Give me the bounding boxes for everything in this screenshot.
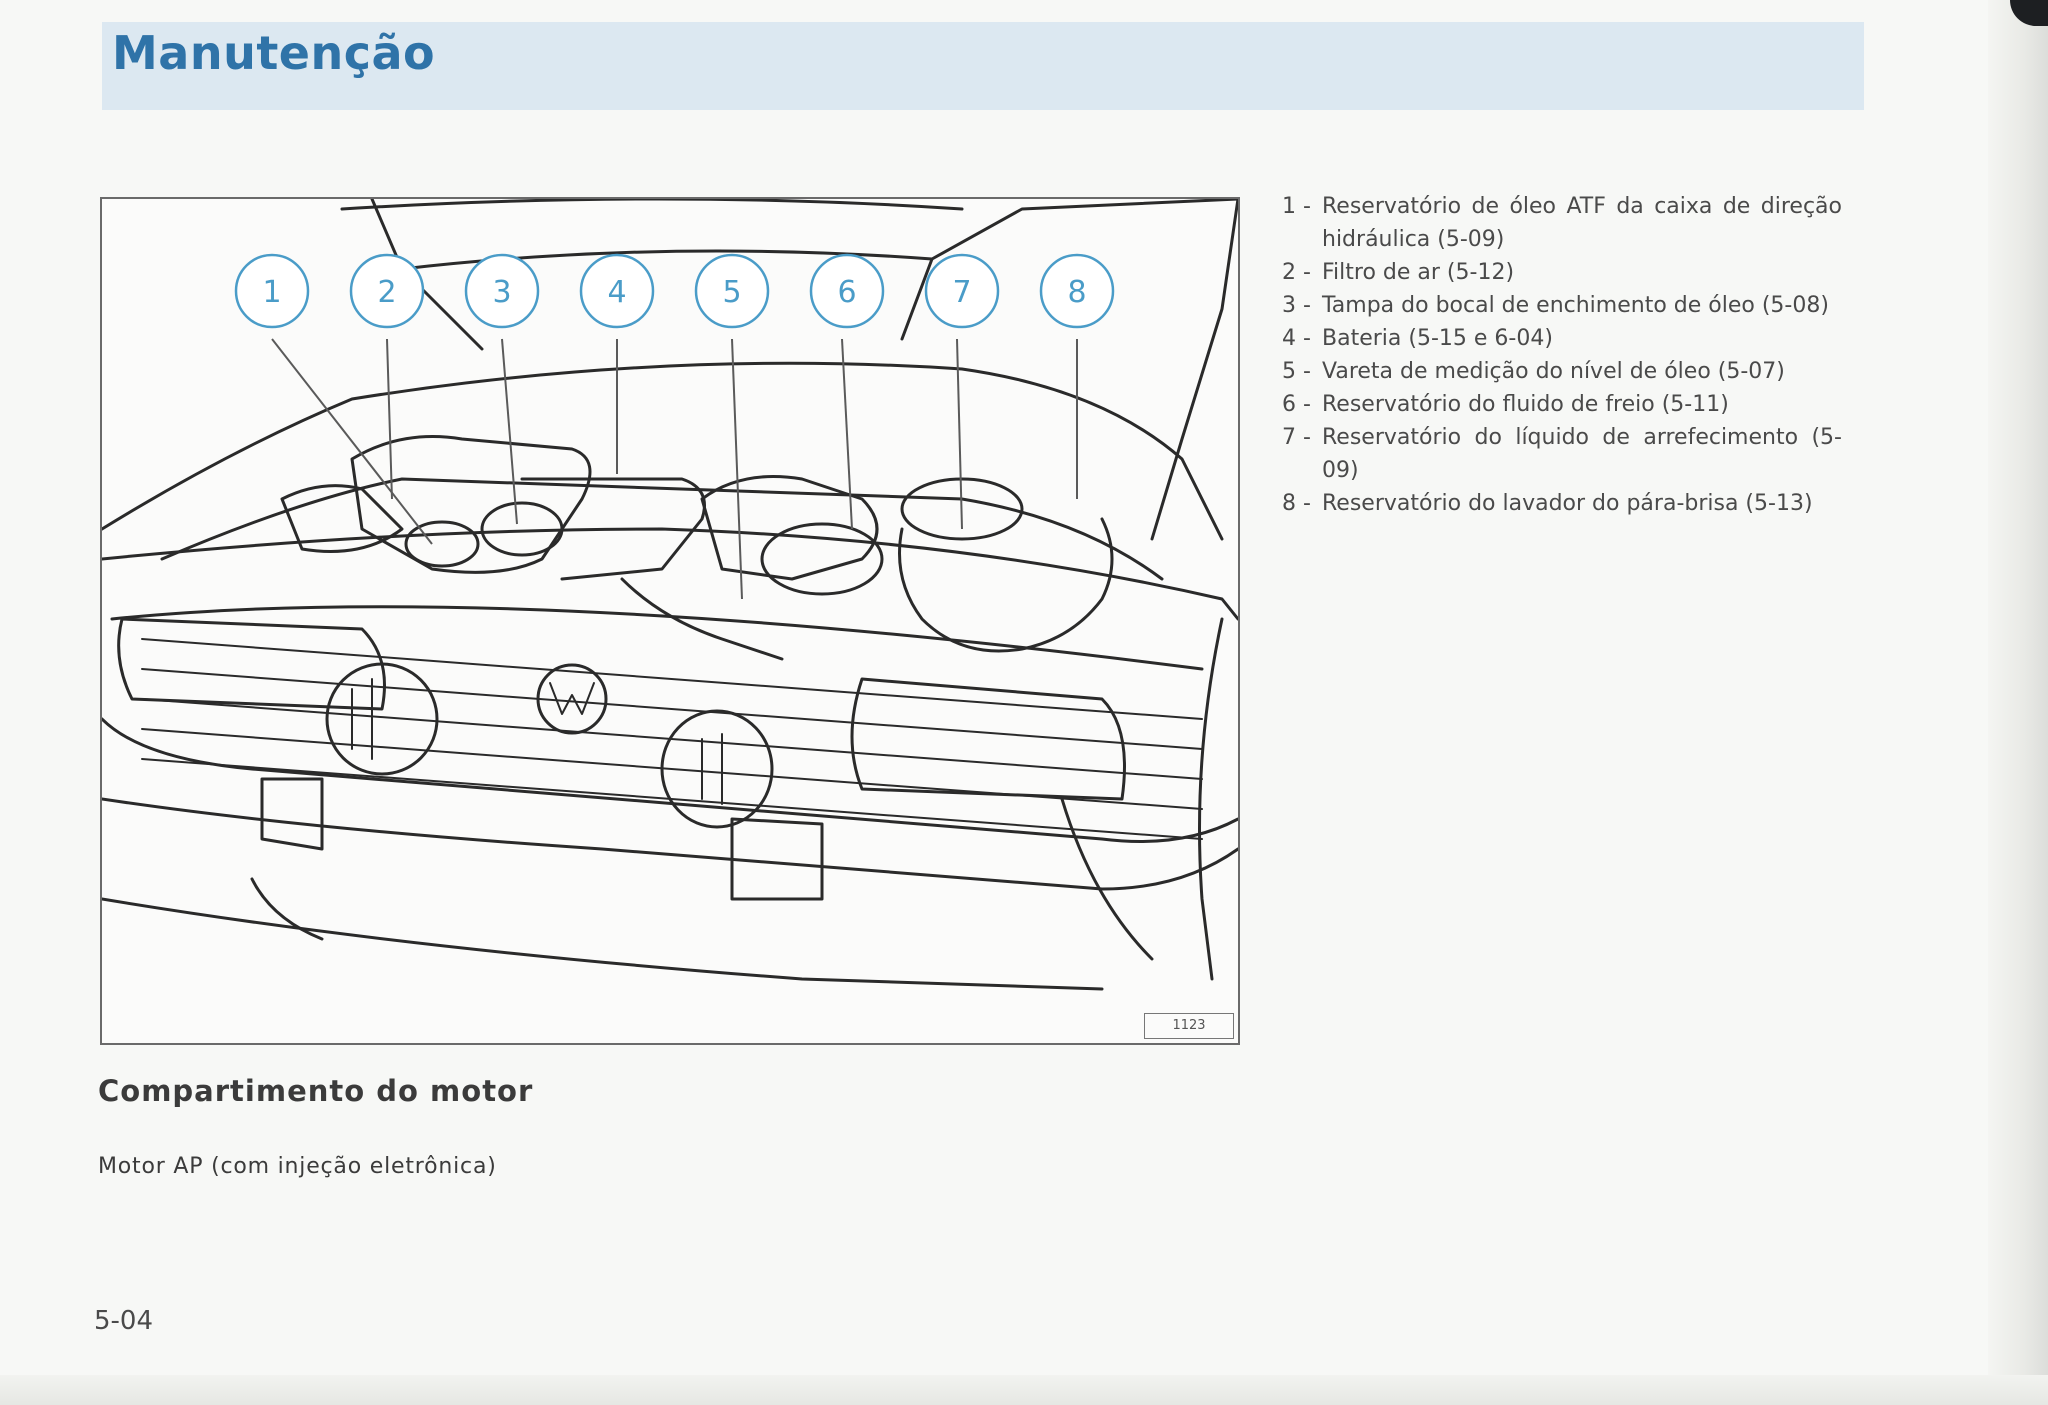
callout-number-1: 1	[262, 275, 281, 310]
page-number: 5-04	[94, 1306, 154, 1336]
legend-text: Reservatório do lavador do pára-brisa (5…	[1322, 491, 1813, 516]
legend-num: 1 -	[1282, 194, 1311, 219]
legend-item: 5 - Vareta de medição do nível de óleo (5…	[1282, 355, 1842, 388]
legend-item: 3 - Tampa do bocal de enchimento de óleo …	[1282, 289, 1842, 322]
legend-text: Bateria (5-15 e 6-04)	[1322, 326, 1553, 351]
legend-item: 6 - Reservatório do fluido de freio (5-11…	[1282, 388, 1842, 421]
section-subtitle: Motor AP (com injeção eletrônica)	[98, 1154, 497, 1179]
legend-num: 8 -	[1282, 491, 1311, 516]
callout-number-3: 3	[492, 275, 511, 310]
legend-num: 2 -	[1282, 260, 1311, 285]
parts-legend: 1 - Reservatório de óleo ATF da caixa de …	[1282, 190, 1842, 520]
callout-circle-7	[924, 253, 1000, 329]
legend-text: Tampa do bocal de enchimento de óleo (5-…	[1322, 293, 1829, 318]
callout-number-2: 2	[377, 275, 396, 310]
engine-compartment-figure: 1 2 3 4 5 6 7 8 1123	[100, 197, 1240, 1045]
legend-item: 2 - Filtro de ar (5-12)	[1282, 256, 1842, 289]
page-edge-shadow	[1988, 0, 2048, 1405]
engine-illustration: 1 2 3 4 5 6 7 8	[102, 199, 1238, 991]
page-bottom-shadow	[0, 1375, 2048, 1405]
legend-num: 7 -	[1282, 425, 1311, 450]
legend-text: Reservatório de óleo ATF da caixa de dir…	[1322, 194, 1842, 252]
legend-text: Reservatório do líquido de arrefecimento…	[1322, 425, 1842, 483]
callout-circle-5	[694, 253, 770, 329]
callout-circle-1	[234, 253, 310, 329]
legend-num: 4 -	[1282, 326, 1311, 351]
legend-item: 1 - Reservatório de óleo ATF da caixa de …	[1282, 190, 1842, 256]
callout-circle-8	[1039, 253, 1115, 329]
legend-text: Reservatório do fluido de freio (5-11)	[1322, 392, 1729, 417]
callout-number-6: 6	[837, 275, 856, 310]
callout-circle-3	[464, 253, 540, 329]
callout-number-5: 5	[722, 275, 741, 310]
section-title: Compartimento do motor	[98, 1074, 534, 1108]
callout-number-4: 4	[607, 275, 626, 310]
title-bar	[102, 22, 1864, 110]
legend-item: 7 - Reservatório do líquido de arrefecime…	[1282, 421, 1842, 487]
figure-code: 1123	[1144, 1013, 1234, 1039]
callout-circle-2	[349, 253, 425, 329]
legend-num: 5 -	[1282, 359, 1311, 384]
legend-text: Filtro de ar (5-12)	[1322, 260, 1515, 285]
callout-number-7: 7	[952, 275, 971, 310]
legend-num: 3 -	[1282, 293, 1311, 318]
callout-number-8: 8	[1067, 275, 1086, 310]
callout-circle-6	[809, 253, 885, 329]
legend-text: Vareta de medição do nível de óleo (5-07…	[1322, 359, 1785, 384]
legend-item: 4 - Bateria (5-15 e 6-04)	[1282, 322, 1842, 355]
page-title: Manutenção	[112, 26, 436, 80]
legend-item: 8 - Reservatório do lavador do pára-brisa…	[1282, 487, 1842, 520]
callout-circle-4	[579, 253, 655, 329]
legend-num: 6 -	[1282, 392, 1311, 417]
